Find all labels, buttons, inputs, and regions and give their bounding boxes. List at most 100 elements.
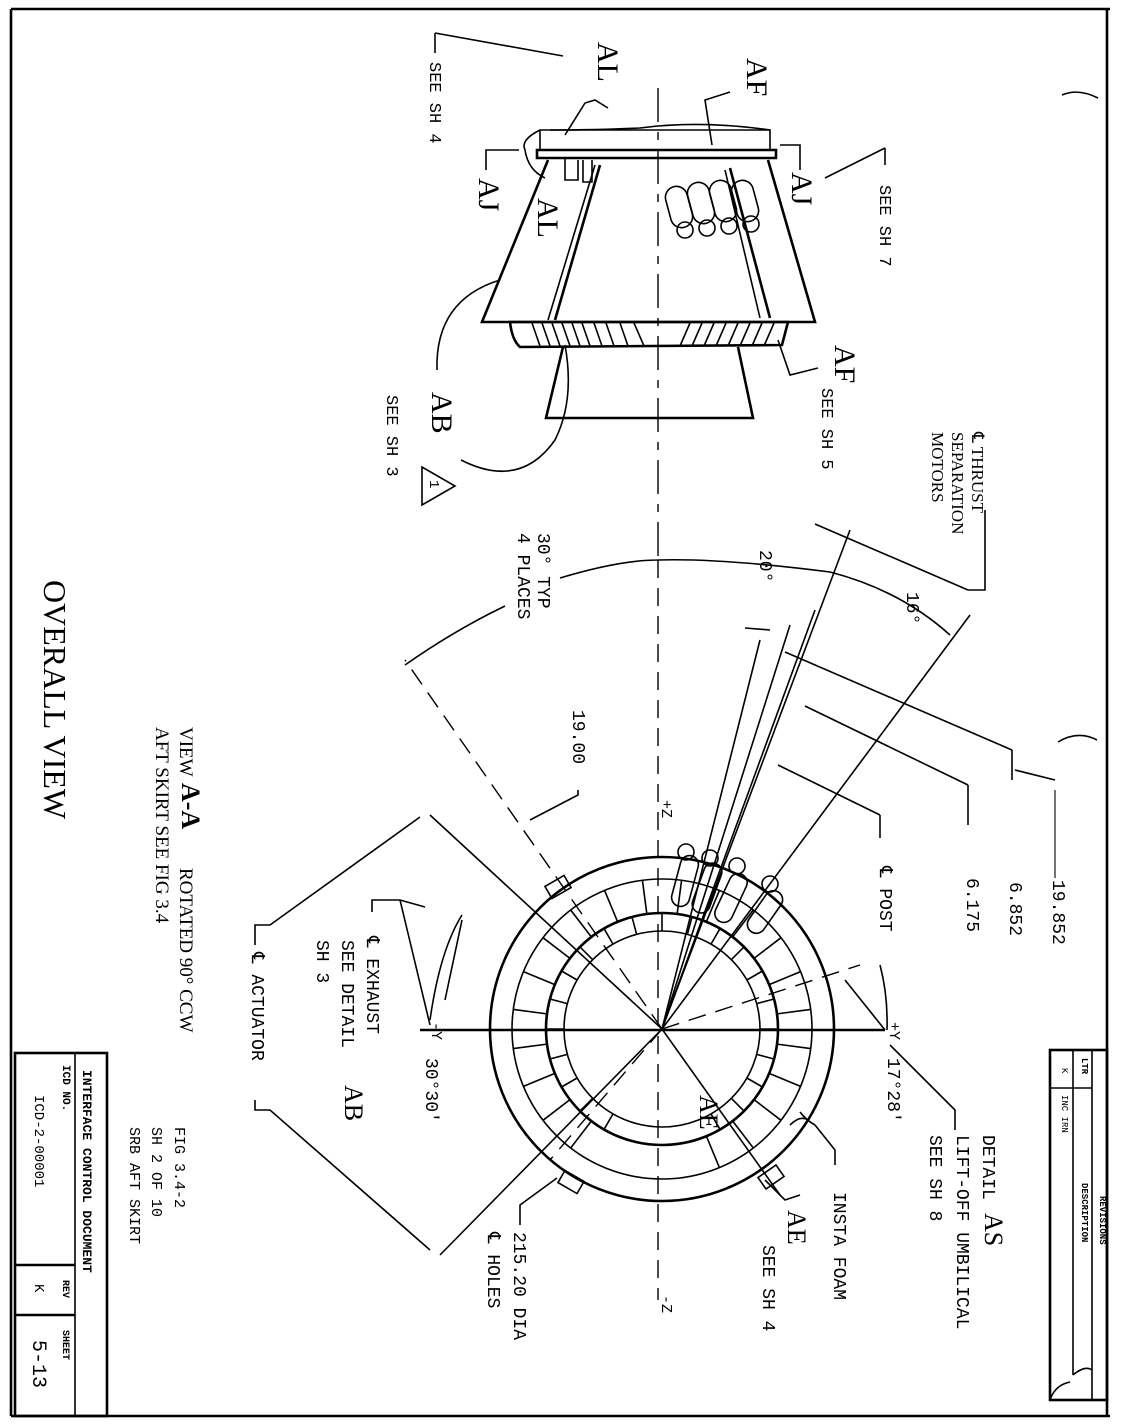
skirt-rib — [705, 1135, 721, 1168]
skirt-rib — [730, 946, 745, 961]
aft-separation-motors — [670, 843, 784, 935]
skirt-rib — [776, 1043, 811, 1050]
dim-19-00: 19.00 — [567, 710, 587, 764]
axis-minus-y: -Y — [427, 1022, 444, 1040]
skirt-rib — [686, 916, 693, 935]
skirt-rib — [768, 970, 801, 986]
callout-AF-lower: AF — [828, 345, 861, 383]
axis-plus-z: +Z — [657, 800, 674, 818]
skirt-rib — [542, 937, 571, 960]
angle-17-28: 17°28' — [882, 1058, 902, 1123]
revisions-col-desc: DESCRIPTION — [1079, 1183, 1089, 1242]
fig-sheet: SH 2 OF 10 — [147, 1127, 164, 1217]
skirt-rib — [710, 1113, 721, 1130]
angle-30-typ-2: 4 PLACES — [512, 533, 532, 619]
caption-line2: AFT SKIRT SEE FIG 3.4 — [151, 727, 172, 924]
view-caption: VIEW A-A ROTATED 90° CCW AFT SKIRT SEE F… — [37, 580, 205, 1032]
dimension-lines — [254, 510, 1056, 1251]
skirt-rib — [753, 937, 782, 960]
revisions-col-ltr: LTR — [1079, 1058, 1089, 1075]
doc-title: INTERFACE CONTROL DOCUMENT — [79, 1070, 94, 1273]
detail-as-big: AS — [979, 1213, 1008, 1246]
aft-view-labels: ℄ THRUST SEPARATION MOTORS 20° 16° 30° T… — [246, 431, 1067, 1340]
skirt-rib — [523, 1072, 556, 1088]
callout-AE-outer: AE — [782, 1210, 811, 1245]
skirt-rib — [746, 1077, 763, 1088]
skirt-rib — [570, 1120, 593, 1149]
revisions-block: REVISIONS DESCRIPTION LTR K INC IRN — [1048, 1048, 1109, 1402]
fig-subject: SRB AFT SKIRT — [125, 1127, 142, 1244]
skirt-rib — [631, 916, 638, 935]
skirt-rib — [561, 1077, 578, 1088]
angle-20: 20° — [754, 550, 774, 582]
skirt-rib — [756, 1053, 775, 1060]
aft-view — [404, 529, 971, 1300]
exhaust-line2: SEE DETAIL — [336, 940, 356, 1048]
dim-19-852: 19.852 — [1047, 880, 1067, 945]
exhaust-line1: ℄ EXHAUST — [361, 935, 381, 1034]
skirt-rib — [756, 998, 775, 1005]
callout-AB: AB — [425, 392, 458, 434]
note-see-sh4-top: SEE SH 4 — [424, 62, 443, 144]
angle-16: 16° — [901, 592, 921, 624]
callout-AL: AL — [591, 42, 624, 82]
skirt-rib — [523, 970, 556, 986]
thrust-sep-line1: ℄ THRUST — [968, 431, 987, 514]
angle-30-30: 30°30' — [420, 1058, 440, 1123]
icd-number: ICD-2-00001 — [30, 1095, 46, 1187]
skirt-rib — [746, 970, 763, 981]
skirt-rib — [641, 880, 648, 915]
thrust-sep-line3: MOTORS — [928, 432, 947, 503]
skirt-rib — [603, 928, 614, 945]
separation-motors — [664, 179, 760, 239]
note-see-sh3: SEE SH 3 — [381, 395, 400, 477]
skirt-rib — [603, 890, 619, 923]
detail-as-line3: SEE SH 8 — [924, 1135, 944, 1221]
skirt-rib — [570, 909, 593, 938]
dim-6-852: 6.852 — [1004, 882, 1024, 936]
dim-6-175: 6.175 — [961, 878, 981, 932]
exhaust-big: AB — [339, 1085, 368, 1121]
callout-AJ-right: AJ — [785, 172, 818, 206]
skirt-rib — [603, 1113, 614, 1130]
angle-30-typ-1: 30° TYP — [532, 533, 552, 609]
skirt-rib — [710, 928, 721, 945]
sheet-label: SHEET — [59, 1330, 70, 1360]
skirt-rib — [579, 946, 594, 961]
skirt-rib — [776, 1008, 811, 1015]
note-see-sh4-ae: SEE SH 4 — [757, 1245, 777, 1331]
thrust-sep-line2: SEPARATION — [948, 432, 967, 534]
zone-mark — [1057, 734, 1098, 743]
caption-section: A-A — [176, 783, 205, 829]
drawing-title: OVERALL VIEW — [37, 580, 73, 820]
cl-post: ℄ POST — [874, 865, 894, 932]
revision-row-ltr: K — [1059, 1068, 1069, 1074]
skirt-rib — [768, 1072, 801, 1088]
note-see-sh7: SEE SH 7 — [874, 185, 893, 267]
detail-as-line2: LIFT-OFF UMBILICAL — [951, 1135, 971, 1329]
callout-AF: AF — [740, 58, 773, 96]
caption-view-suffix: ROTATED 90° CCW — [175, 868, 196, 1032]
cl-actuator: ℄ ACTUATOR — [246, 951, 266, 1061]
skirt-rib — [579, 1097, 594, 1112]
sheet-value: 5-13 — [26, 1340, 49, 1388]
revisions-header: REVISIONS — [1097, 1196, 1107, 1245]
icd-label: ICD NO. — [59, 1065, 71, 1111]
skirt-rib — [731, 1120, 754, 1149]
figure-reference: FIG 3.4-2 SH 2 OF 10 SRB AFT SKIRT — [125, 1127, 187, 1244]
skirt-rib — [753, 1098, 782, 1121]
skirt-rib — [561, 970, 578, 981]
skirt-rib — [549, 998, 568, 1005]
title-block: INTERFACE CONTROL DOCUMENT ICD NO. ICD-2… — [13, 1051, 109, 1418]
skirt-rib — [513, 1043, 548, 1050]
skirt-rib — [542, 1098, 571, 1121]
skirt-rib — [705, 890, 721, 923]
zone-mark — [1061, 91, 1099, 99]
caption-view-prefix: VIEW — [175, 727, 196, 777]
holes-cl: ℄ HOLES — [482, 1231, 502, 1308]
callout-AE-inner: AE — [694, 1095, 723, 1130]
callout-AJ-left: AJ — [472, 178, 505, 212]
skirt-rib — [731, 909, 754, 938]
side-view — [436, 88, 817, 560]
rev-value: K — [30, 1284, 46, 1293]
